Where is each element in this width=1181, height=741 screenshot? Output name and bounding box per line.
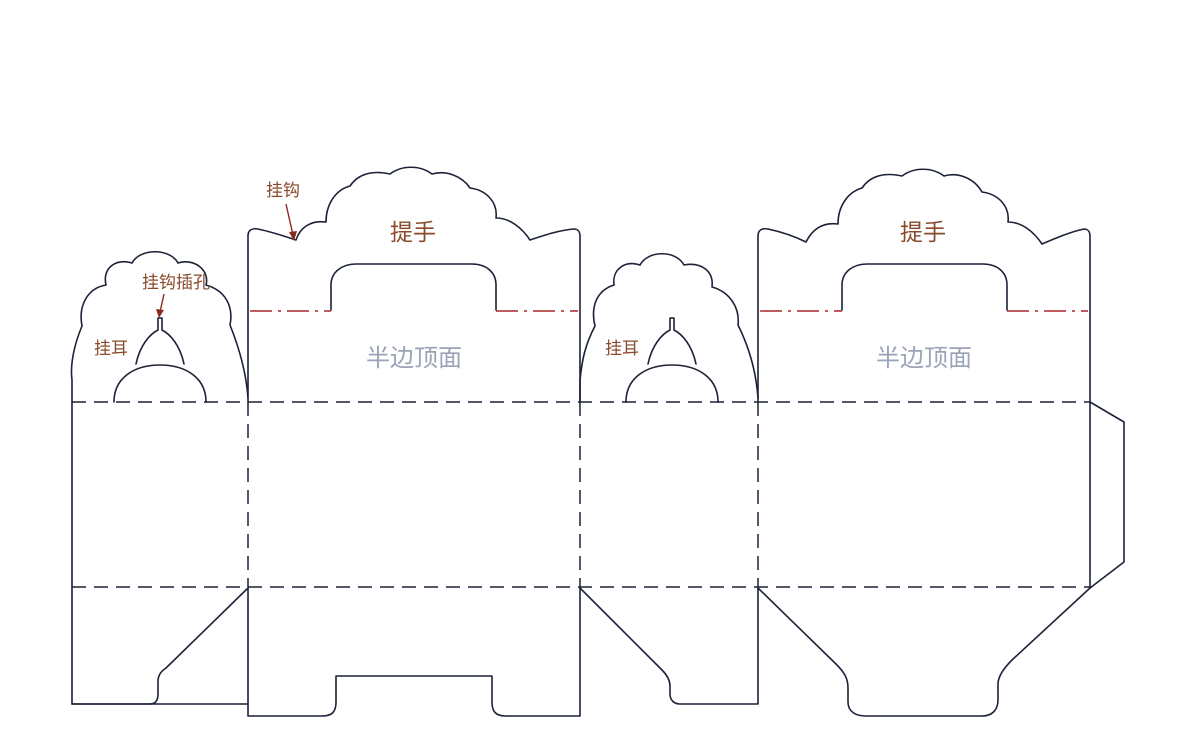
right-handle-hole: [841, 263, 1008, 311]
right-handle-label: 提手: [900, 220, 946, 246]
right-hook-slot: [647, 317, 697, 365]
left-hook-slot: [135, 317, 185, 365]
hook-arrowhead: [289, 231, 297, 241]
right-ear-arch: [625, 364, 719, 403]
centre-right-bottom-flap: [579, 587, 759, 705]
right-top-panel-label: 半边顶面: [876, 344, 972, 372]
left-body-edge: [71, 401, 249, 705]
left-handle-label: 提手: [390, 220, 436, 246]
left-ear-outline: [70, 250, 249, 403]
left-handle-outline: [247, 166, 581, 403]
right-ear-outline: [579, 252, 759, 403]
left-ear-arch: [113, 364, 207, 403]
left-ear-label: 挂耳: [94, 339, 128, 359]
annotation-arrows: [156, 203, 297, 318]
right-ear-label: 挂耳: [605, 339, 639, 359]
hook-slot-label: 挂钩插孔: [142, 273, 210, 293]
right-handle-outline: [757, 168, 1091, 403]
hook-slot-arrow: [159, 293, 165, 313]
fold-lines: [72, 401, 1090, 588]
right-bottom-flap: [757, 587, 1091, 717]
centre-left-bottom-flap: [247, 587, 581, 717]
labels: 挂钩 挂钩插孔 挂耳 挂耳 提手 提手 半边顶面 半边顶面: [94, 181, 972, 372]
hook-slot-arrowhead: [156, 309, 164, 318]
glue-flap: [1089, 401, 1125, 589]
left-top-panel-label: 半边顶面: [366, 344, 462, 372]
cut-lines: [70, 166, 1125, 717]
left-handle-hole: [330, 263, 497, 311]
left-bottom-flap: [71, 587, 249, 705]
hook-arrow: [285, 203, 294, 236]
hook-label: 挂钩: [266, 181, 300, 201]
